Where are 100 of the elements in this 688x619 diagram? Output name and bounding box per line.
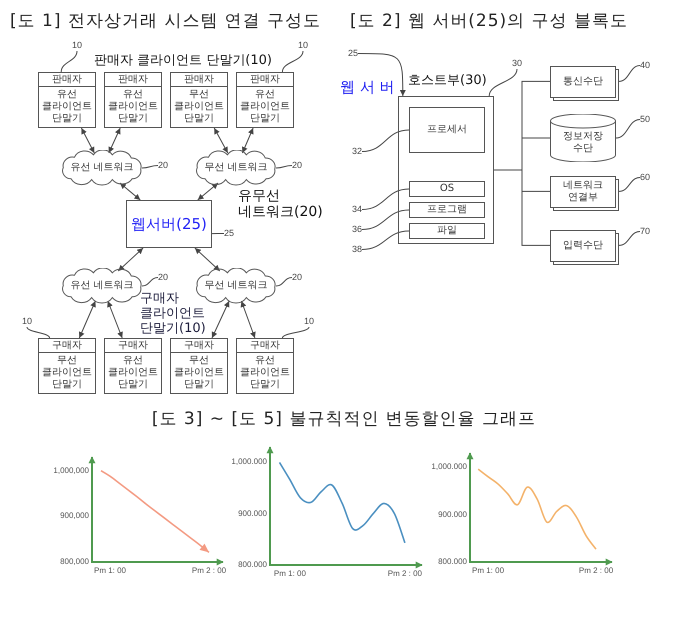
axis-tick-label: 1,000.000	[231, 457, 267, 468]
double-arrow	[107, 300, 123, 338]
reference-number: 34	[352, 204, 362, 215]
module-box	[409, 202, 485, 218]
reference-number: 36	[352, 224, 362, 235]
leader-line	[616, 119, 640, 138]
leader-line	[282, 326, 310, 338]
reference-number: 50	[640, 114, 650, 125]
module-label: OS	[440, 183, 454, 195]
reference-number: 20	[158, 272, 168, 283]
double-arrow	[118, 248, 144, 272]
module-box	[409, 181, 485, 197]
double-arrow	[240, 300, 256, 338]
storage-cylinder	[550, 114, 616, 162]
leader-line	[618, 65, 640, 82]
axis-tick-label: 1,000.000	[431, 462, 467, 472]
role-label: 구매자	[237, 339, 293, 353]
terminal-label: 유선 클라이언트 단말기	[239, 89, 291, 125]
reference-number: 20	[292, 160, 302, 171]
leader-line	[618, 231, 640, 246]
network-label: 유선 네트워크	[70, 280, 134, 292]
leader-line	[362, 210, 410, 230]
figure-title: [도 1] 전자상거래 시스템 연결 구성도	[10, 10, 322, 32]
role-label: 구매자	[105, 339, 161, 353]
reference-number: 10	[22, 316, 32, 327]
reference-number: 30	[512, 58, 522, 69]
reference-number: 38	[352, 244, 362, 255]
leader-line	[60, 50, 78, 72]
double-arrow	[194, 248, 220, 272]
leader-line	[276, 165, 292, 168]
reference-number: 70	[640, 226, 650, 237]
axis-tick-label: 800,000	[60, 557, 89, 567]
leader-line	[362, 230, 410, 250]
annotation-label: 유무선 네트워크(20)	[238, 188, 324, 220]
double-arrow	[78, 300, 96, 338]
module-box	[409, 223, 485, 239]
network-label: 유선 네트워크	[70, 162, 134, 174]
terminal-box	[38, 338, 96, 394]
reference-number: 20	[158, 160, 168, 171]
role-label: 판매자	[171, 73, 227, 87]
reference-number: 25	[348, 48, 358, 59]
axis-tick-label: Pm 1: 00	[94, 566, 126, 576]
figure-title: [도 3] ~ [도 5] 불규칙적인 변동할인율 그래프	[152, 408, 536, 430]
leader-line	[142, 165, 158, 168]
role-label: 판매자	[105, 73, 161, 87]
module-label: 입력수단	[563, 240, 603, 252]
axis-tick-label: Pm 1: 00	[274, 569, 306, 579]
terminal-label: 유선 클라이언트 단말기	[107, 355, 159, 391]
leader-line	[362, 188, 410, 210]
reference-number: 10	[304, 316, 314, 327]
terminal-box	[38, 72, 96, 128]
module-label: 정보저장 수단	[562, 131, 604, 155]
axis-tick-label: Pm 2 : 00	[578, 566, 614, 576]
network-label: 무선 네트워크	[204, 280, 268, 292]
connector-line	[494, 170, 550, 246]
leader-line	[618, 177, 640, 192]
double-arrow	[80, 128, 95, 154]
module-label: 프로세서	[427, 124, 467, 136]
axis-tick-label: Pm 1: 00	[472, 566, 504, 576]
axis-tick-label: 900.000	[438, 510, 467, 520]
role-label: 판매자	[39, 73, 95, 87]
leader-line	[282, 50, 304, 72]
axis-tick-label: 900,000	[60, 511, 89, 522]
leader-line	[142, 277, 158, 286]
terminal-label: 무선 클라이언트 단말기	[173, 89, 225, 125]
module-box	[409, 107, 485, 153]
leader-line	[362, 130, 410, 152]
terminal-box	[170, 72, 228, 128]
leader-line	[26, 326, 50, 338]
axis-tick-label: Pm 2 : 00	[192, 566, 226, 576]
reference-number: 10	[298, 40, 308, 51]
terminal-box	[104, 72, 162, 128]
reference-number: 20	[292, 272, 302, 283]
terminal-box	[236, 338, 294, 394]
double-arrow	[214, 128, 228, 154]
double-arrow	[197, 182, 219, 200]
arrow	[358, 53, 406, 96]
terminal-box	[170, 338, 228, 394]
leader-line	[488, 68, 518, 96]
axis-tick-label: 800.000	[438, 557, 467, 567]
axis-tick-label: Pm 2 : 00	[388, 569, 422, 579]
terminal-box	[104, 338, 162, 394]
stacked-box	[550, 66, 619, 101]
axis-tick-label: 800.000	[238, 560, 267, 570]
double-arrow	[212, 300, 230, 338]
reference-number: 25	[224, 228, 234, 239]
axis-tick-label: 900.000	[238, 508, 267, 519]
reference-number: 40	[640, 60, 650, 71]
double-arrow	[108, 128, 121, 154]
leader-line	[276, 277, 292, 286]
stacked-box	[550, 230, 619, 265]
reference-number: 32	[352, 146, 362, 157]
leader-line	[212, 233, 224, 234]
annotation-label: 호스트부(30)	[408, 73, 487, 89]
network-label: 무선 네트워크	[204, 162, 268, 174]
module-label: 파일	[437, 225, 457, 237]
terminal-label: 유선 클라이언트 단말기	[107, 89, 159, 125]
server-label: 웹서버(25)	[131, 215, 207, 233]
module-label: 네트워크 연결부	[562, 180, 604, 204]
reference-number: 10	[72, 40, 82, 51]
